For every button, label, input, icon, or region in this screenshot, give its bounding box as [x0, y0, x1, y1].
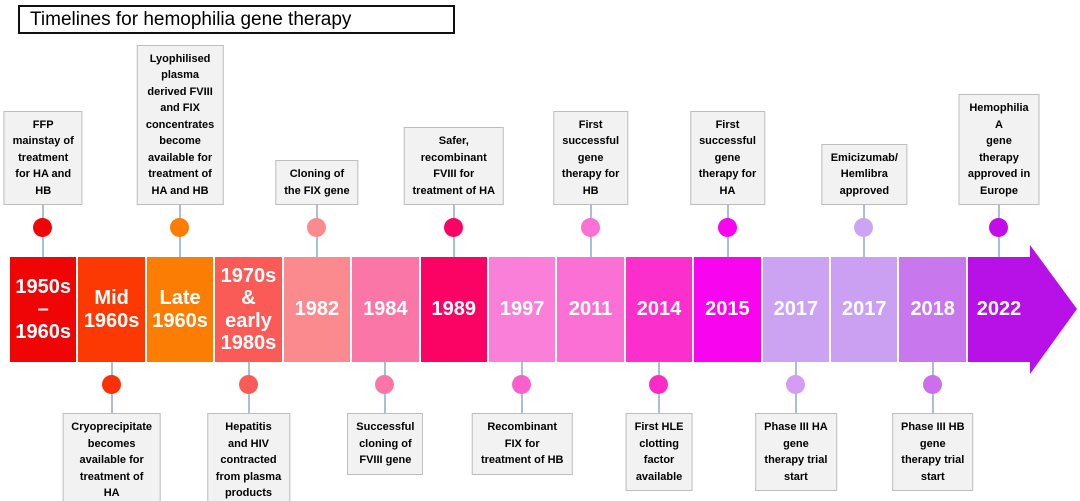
event-callout: Recombinant FIX for treatment of HB [471, 413, 573, 475]
event-dot [649, 375, 669, 394]
timeline-segment: 2018 [899, 257, 966, 362]
timeline-segment: 1982 [283, 257, 351, 362]
event-callout: Safer, recombinant FVIII for treatment o… [403, 127, 505, 205]
timeline-segment: Mid 1960s [78, 257, 145, 362]
timeline-segment: 2017 [831, 257, 898, 362]
event-callout: Successful cloning of FVIII gene [347, 413, 424, 475]
event-dot [101, 375, 121, 394]
timeline-arrow-2022: 2022 [968, 257, 1030, 362]
event-dot [306, 218, 326, 237]
timeline-segment: Late 1960s [146, 257, 214, 362]
timeline-segment: 1997 [488, 257, 556, 362]
event-dot [580, 218, 600, 237]
timeline-segment: 1970s & early 1980s [215, 257, 282, 362]
event-callout: Cryoprecipitate becomes available for tr… [62, 413, 161, 501]
timeline-segment: 2017 [762, 257, 830, 362]
page-title: Timelines for hemophilia gene therapy [18, 5, 455, 34]
event-callout: Hemophilia A gene therapy approved in Eu… [958, 94, 1040, 205]
timeline-segment: 1950s – 1960s [10, 257, 77, 362]
timeline-segment: 2015 [694, 257, 761, 362]
timeline-segment: 2014 [625, 257, 693, 362]
event-dot [512, 375, 532, 394]
timeline-segment: 2011 [557, 257, 624, 362]
event-dot [854, 218, 874, 237]
event-callout: Lyophilised plasma derived FVIII and FIX… [136, 44, 224, 205]
event-dot [717, 218, 737, 237]
event-dot [989, 218, 1008, 237]
event-dot [238, 375, 258, 394]
event-callout: Hepatitis and HIV contracted from plasma… [206, 413, 291, 501]
event-dot [785, 375, 805, 394]
timeline-segment: 1989 [420, 257, 487, 362]
event-callout: First successful gene therapy for HA [689, 110, 766, 205]
event-dot [170, 218, 190, 237]
event-dot [375, 375, 395, 394]
event-callout: FFP mainstay of treatment for HA and HB [3, 110, 83, 205]
event-dot [33, 218, 53, 237]
event-callout: Phase III HA gene therapy trial start [755, 413, 837, 491]
event-dot [922, 375, 942, 394]
event-callout: First successful gene therapy for HB [552, 110, 629, 205]
event-callout: Cloning of the FIX gene [275, 160, 359, 205]
event-dot [443, 218, 463, 237]
timeline-segment: 1984 [352, 257, 419, 362]
event-callout: Phase III HB gene therapy trial start [891, 413, 974, 491]
timeline-arrowhead-icon [1030, 245, 1077, 374]
event-callout: Emicizumab/ Hemlibra approved [821, 143, 907, 205]
event-callout: First HLE clotting factor available [625, 413, 693, 491]
